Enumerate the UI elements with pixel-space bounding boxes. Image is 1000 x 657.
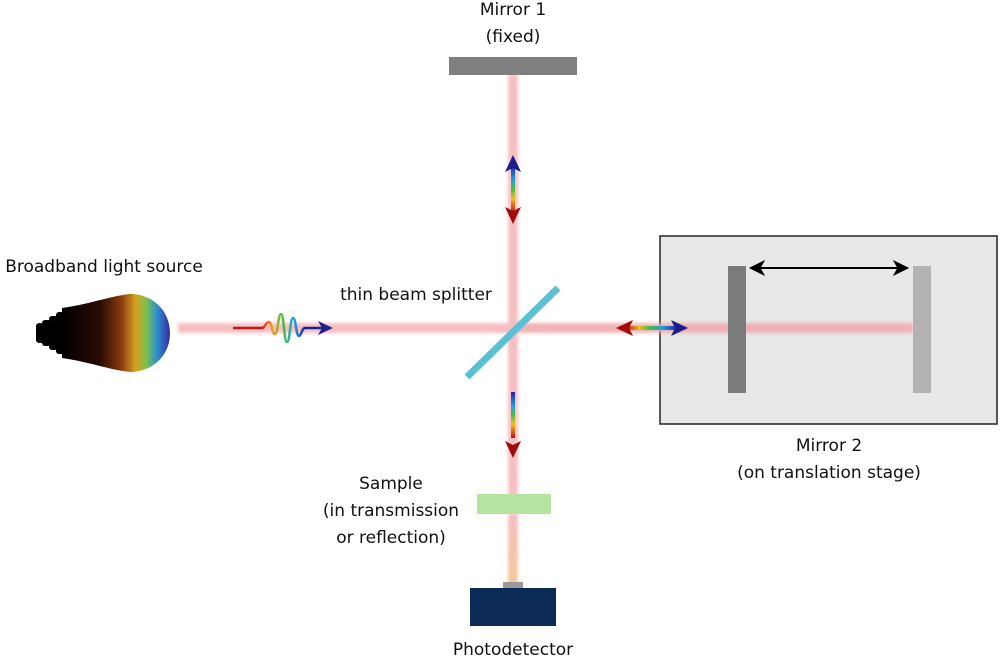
sample-label-line2: (in transmission: [323, 501, 459, 521]
mirror-1: [449, 57, 577, 75]
mirror-2-near: [728, 266, 746, 393]
beam-after-sample: [508, 513, 518, 585]
light-bulb-icon: [36, 294, 170, 372]
beam-splitter: [464, 285, 561, 380]
mirror2-label-line1: Mirror 2: [796, 436, 862, 456]
beam-horizontal-input: [178, 323, 513, 333]
sample-label-line1: Sample: [359, 474, 423, 494]
photodetector-window: [503, 582, 523, 589]
sample-label-line3: or reflection): [336, 528, 446, 548]
sample: [477, 494, 551, 514]
mirror1-label-line2: (fixed): [486, 27, 541, 47]
stage-travel-arrow: [748, 259, 910, 277]
mirror1-arm-arrow: [505, 155, 521, 224]
photodetector-label: Photodetector: [453, 640, 573, 657]
mirror2-arm-arrow: [616, 320, 688, 336]
detector-arm-arrow: [505, 392, 521, 458]
wave-packet-icon: [233, 312, 333, 344]
mirror2-label-line2: (on translation stage): [737, 463, 921, 483]
mirror-2-far: [913, 266, 931, 393]
mirror1-label-line1: Mirror 1: [480, 0, 546, 20]
photodetector: [470, 588, 556, 626]
beam-horizontal-arm: [513, 323, 913, 333]
beam-splitter-label: thin beam splitter: [340, 285, 492, 305]
light-source-label: Broadband light source: [5, 257, 203, 277]
